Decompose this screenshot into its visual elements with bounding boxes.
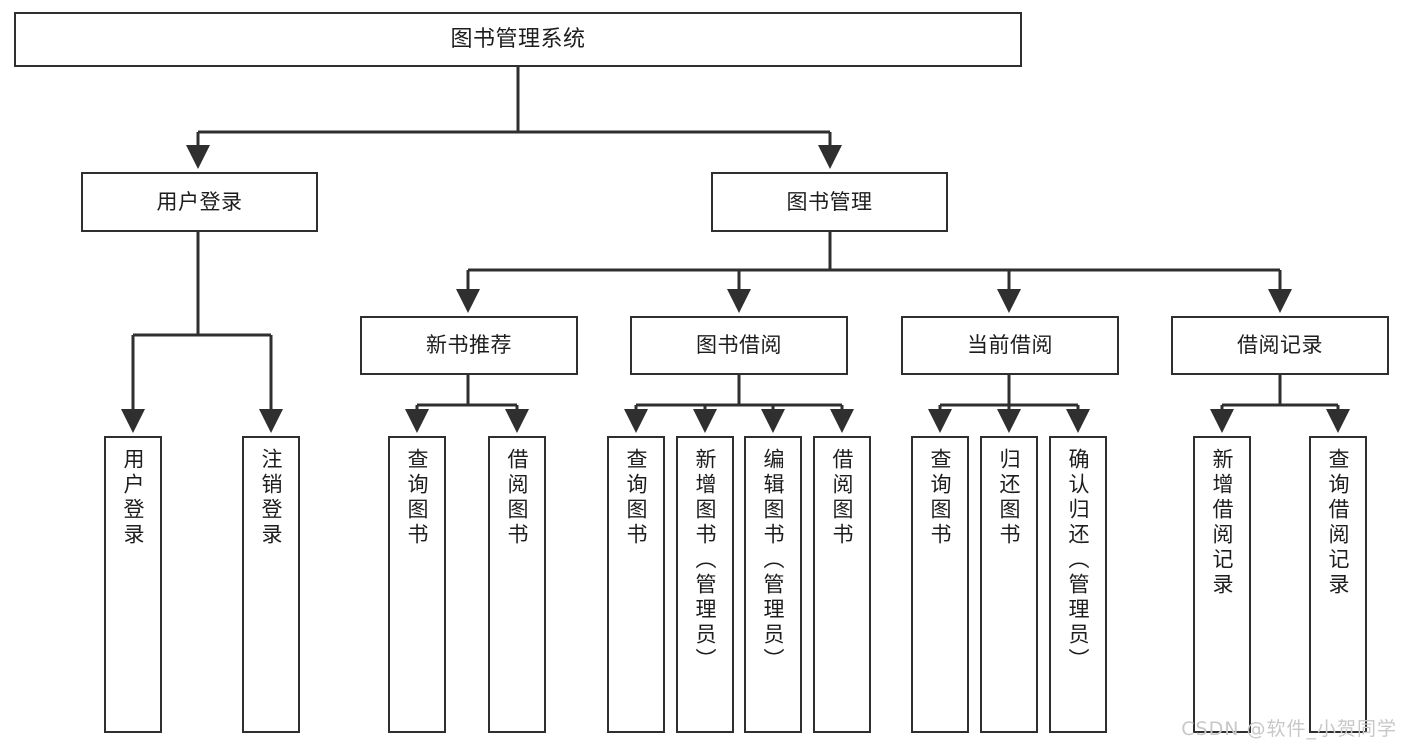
node-label: 用户登录 [156,189,243,214]
node-label: 查询借阅记录 [1326,448,1351,598]
node-label: 查询图书 [624,448,649,548]
node-label: 归还图书 [997,448,1022,548]
watermark-text: CSDN @软件_小贺同学 [1181,718,1397,740]
node-leaf-query-book-recommend[interactable]: 查询图书 [388,436,446,733]
node-leaf-return-book[interactable]: 归还图书 [980,436,1038,733]
node-user-login[interactable]: 用户登录 [81,172,318,232]
node-leaf-query-borrow-record[interactable]: 查询借阅记录 [1309,436,1367,733]
node-leaf-borrow-book[interactable]: 借阅图书 [813,436,871,733]
node-leaf-query-book-borrow[interactable]: 查询图书 [607,436,665,733]
node-label: 查询图书 [405,448,430,548]
node-leaf-add-borrow-record[interactable]: 新增借阅记录 [1193,436,1251,733]
node-label: 借阅记录 [1237,333,1323,358]
node-label: 新书推荐 [426,333,512,358]
node-label: 借阅图书 [830,448,855,548]
node-leaf-logout[interactable]: 注销登录 [242,436,300,733]
node-book-borrow[interactable]: 图书借阅 [630,316,848,375]
node-leaf-user-login[interactable]: 用户登录 [104,436,162,733]
node-label: 图书借阅 [696,333,782,358]
node-label: 新增借阅记录 [1210,448,1235,598]
node-leaf-borrow-book-recommend[interactable]: 借阅图书 [488,436,546,733]
node-leaf-add-book-admin[interactable]: 新增图书（管理员） [676,436,734,733]
node-new-book-recommend[interactable]: 新书推荐 [360,316,578,375]
node-label: 当前借阅 [967,333,1053,358]
node-label: 用户登录 [121,448,146,548]
node-leaf-confirm-return-admin[interactable]: 确认归还（管理员） [1049,436,1107,733]
node-label: 编辑图书（管理员） [761,448,786,673]
node-label: 借阅图书 [505,448,530,548]
node-root-book-management-system[interactable]: 图书管理系统 [14,12,1022,67]
node-current-borrow[interactable]: 当前借阅 [901,316,1119,375]
node-borrow-record[interactable]: 借阅记录 [1171,316,1389,375]
node-label: 注销登录 [259,448,284,548]
node-leaf-edit-book-admin[interactable]: 编辑图书（管理员） [744,436,802,733]
node-label: 查询图书 [928,448,953,548]
node-label: 确认归还（管理员） [1066,448,1091,673]
node-book-management[interactable]: 图书管理 [711,172,948,232]
node-leaf-query-book-current[interactable]: 查询图书 [911,436,969,733]
node-label: 图书管理系统 [450,26,586,52]
node-label: 新增图书（管理员） [693,448,718,673]
node-label: 图书管理 [786,189,873,214]
